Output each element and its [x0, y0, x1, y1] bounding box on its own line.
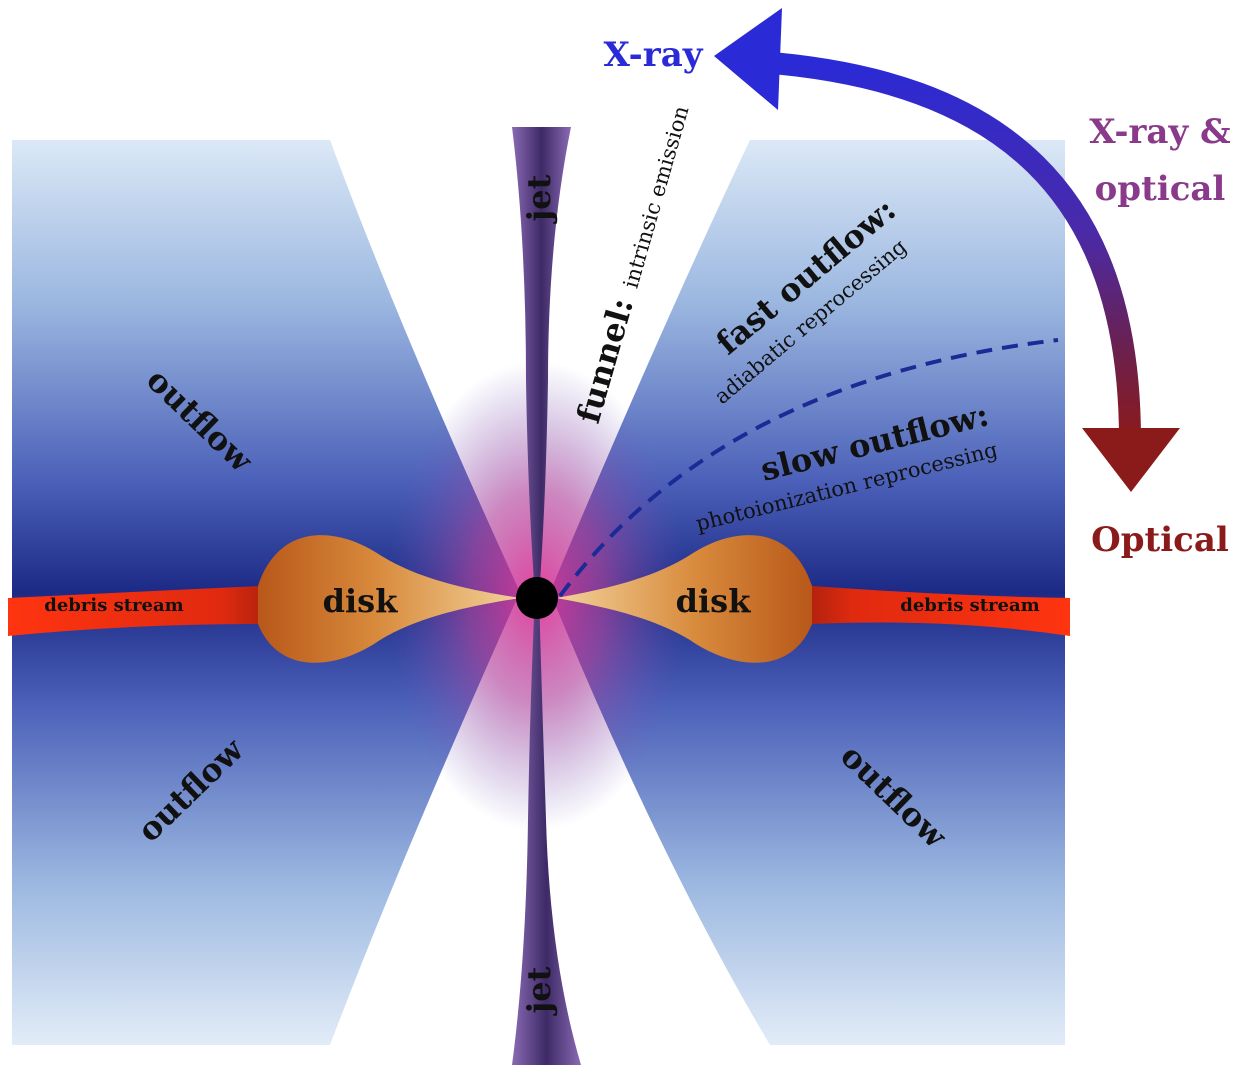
label-debris-stream-left: debris stream	[44, 595, 183, 616]
black-hole-dot	[516, 577, 558, 619]
disk-left	[258, 535, 520, 663]
label-disk-right: disk	[676, 582, 752, 620]
debris-stream-left	[8, 586, 275, 636]
label-xray-optical-line1: X-ray &	[1089, 112, 1231, 152]
arrow-head-optical	[1082, 428, 1180, 492]
jet-bottom	[512, 596, 581, 1065]
label-debris-stream-right: debris stream	[900, 595, 1039, 616]
outflow-boundary-dashed	[558, 338, 1059, 598]
label-xray-optical-line2: optical	[1095, 169, 1226, 209]
label-disk-left: disk	[323, 582, 399, 620]
jet-top	[512, 127, 571, 596]
label-xray: X-ray	[604, 35, 704, 75]
label-funnel-desc: intrinsic emission	[619, 103, 694, 291]
label-optical: Optical	[1091, 520, 1229, 560]
spectrum-arrow-shaft	[759, 51, 1141, 441]
label-jet-top: jet	[520, 174, 558, 224]
disk-right	[556, 535, 812, 663]
label-jet-bottom: jet	[520, 966, 558, 1016]
debris-stream-right	[800, 586, 1070, 636]
arrow-head-xray	[714, 8, 782, 110]
